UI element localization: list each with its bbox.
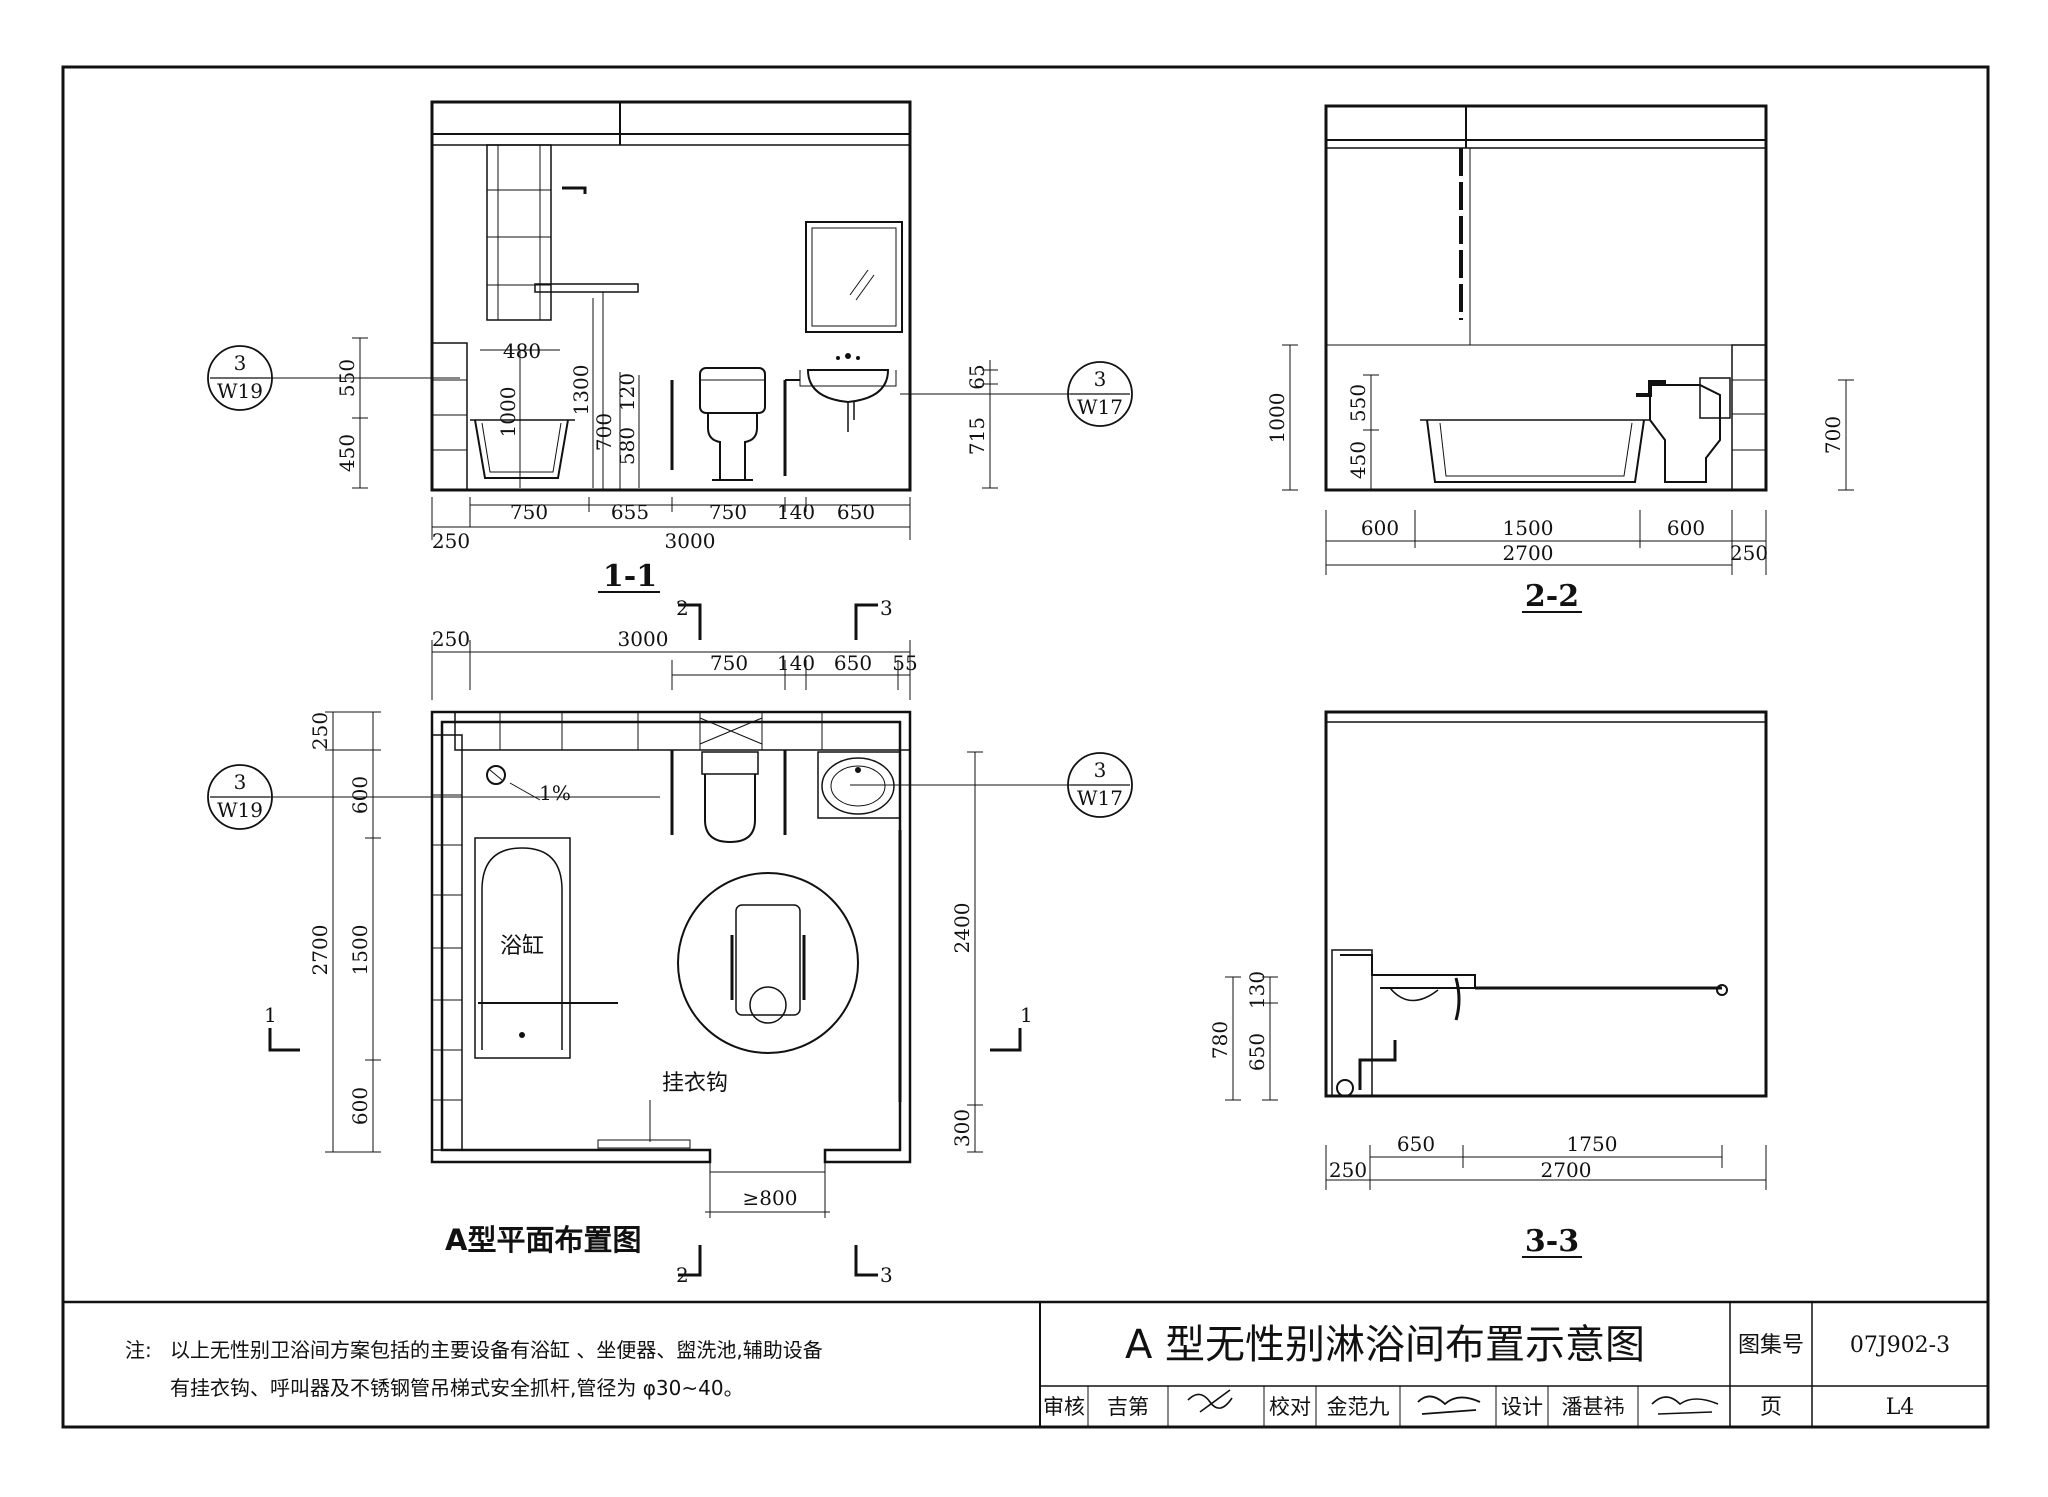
dim-text: 450 [1346, 441, 1370, 479]
design-label: 设计 [1501, 1395, 1543, 1419]
dim-text: 750 [510, 500, 548, 524]
signature-review [1187, 1389, 1233, 1413]
note-line-2: 有挂衣钩、呼叫器及不锈钢管吊梯式安全抓杆,管径为 φ30~40。 [170, 1376, 744, 1400]
plan-title: A型平面布置图 [445, 1223, 641, 1257]
dim-text: 1000 [1265, 393, 1289, 444]
dim-text: 2700 [308, 925, 332, 976]
dim-text: 250 [308, 712, 332, 750]
dim-text: 130 [1245, 971, 1269, 1009]
dim-text: 600 [348, 1087, 372, 1125]
dim-text: 450 [335, 434, 359, 472]
callout-3-w17-top: 3 W17 [1067, 361, 1133, 427]
atlas-number: 07J902-3 [1850, 1333, 1950, 1358]
dim-text: 750 [710, 651, 748, 675]
dim-text: 1500 [348, 925, 372, 976]
cut-mark-label: 2 [676, 596, 689, 620]
dim-text: 550 [335, 359, 359, 397]
cut-mark-label: 1 [264, 1003, 277, 1027]
cut-mark-label: 3 [880, 1263, 893, 1287]
dim-text: 300 [950, 1109, 974, 1147]
callout-number: 3 [1094, 367, 1107, 391]
callout-3-w19-plan: 3 W19 [207, 764, 273, 830]
dim-text: 650 [1397, 1132, 1435, 1156]
dim-text: 3000 [665, 529, 716, 553]
section-2-2-title: 2-2 [1525, 579, 1579, 614]
dim-text: 250 [432, 529, 470, 553]
design-name: 潘甚祎 [1562, 1395, 1625, 1419]
dim-text: 1300 [569, 365, 593, 416]
dim-text: 3000 [618, 627, 669, 651]
dim-text: 600 [348, 776, 372, 814]
dim-text: 65 [965, 364, 989, 389]
signature-design [1651, 1396, 1719, 1415]
dim-text: 140 [777, 500, 815, 524]
check-label: 校对 [1269, 1395, 1311, 1419]
callout-sheet: W17 [1077, 786, 1123, 810]
dim-text: 1750 [1567, 1132, 1618, 1156]
dim-text: 250 [432, 627, 470, 651]
callout-sheet: W19 [217, 379, 263, 403]
dim-text: 550 [1346, 384, 1370, 422]
callout-number: 3 [1094, 758, 1107, 782]
cut-mark-label: 2 [676, 1263, 689, 1287]
dim-text: 600 [1667, 516, 1705, 540]
notes: 注: 以上无性别卫浴间方案包括的主要设备有浴缸 、坐便器、盥洗池,辅助设备 有挂… [125, 1338, 823, 1400]
dim-text: 700 [1821, 416, 1845, 454]
dim-text: 2700 [1541, 1158, 1592, 1182]
title-block: A 型无性别淋浴间布置示意图 图集号 07J902-3 页 L4 审核 吉第 校… [1039, 1302, 1988, 1427]
dim-text: 650 [1245, 1033, 1269, 1071]
dim-text: 250 [1329, 1158, 1367, 1182]
callout-3-w17-plan: 3 W17 [1067, 752, 1133, 818]
slope-label: 1% [539, 781, 571, 805]
dim-text: 480 [503, 339, 541, 363]
callout-number: 3 [234, 770, 247, 794]
dim-text: 700 [592, 413, 616, 451]
signature-check [1417, 1395, 1481, 1415]
atlas-label: 图集号 [1738, 1333, 1804, 1358]
dim-text: 780 [1208, 1021, 1232, 1059]
dim-text: 55 [892, 651, 917, 675]
dim-text: 580 [615, 427, 639, 465]
callout-number: 3 [234, 351, 247, 375]
review-label: 审核 [1043, 1395, 1085, 1419]
dim-text: 120 [615, 373, 639, 411]
page-label: 页 [1760, 1395, 1782, 1420]
dim-text: 750 [709, 500, 747, 524]
dim-text: 715 [965, 417, 989, 455]
door-clearance-label: ≥800 [743, 1186, 798, 1210]
bathtub-label: 浴缸 [500, 934, 544, 959]
section-1-1-title: 1-1 [603, 559, 657, 594]
section-2-2 [1282, 104, 1854, 613]
cut-mark-label: 3 [880, 596, 893, 620]
callout-sheet: W17 [1077, 395, 1123, 419]
sheet-border [61, 65, 1990, 1429]
dim-text: 2700 [1503, 541, 1554, 565]
dim-text: 140 [777, 651, 815, 675]
dim-text: 600 [1361, 516, 1399, 540]
note-prefix: 注: [125, 1338, 152, 1362]
callout-3-w19-top: 3 W19 [207, 345, 273, 411]
dim-text: 655 [611, 500, 649, 524]
dim-text: 650 [834, 651, 872, 675]
section-3-3-title: 3-3 [1525, 1224, 1579, 1259]
callout-sheet: W19 [217, 798, 263, 822]
section-1-1 [268, 100, 1090, 593]
dim-text: 250 [1730, 541, 1768, 565]
dim-text: 650 [837, 500, 875, 524]
dim-text: 1500 [1503, 516, 1554, 540]
cut-mark-label: 1 [1020, 1003, 1033, 1027]
coat-hook-label: 挂衣钩 [662, 1071, 728, 1096]
note-line-1: 以上无性别卫浴间方案包括的主要设备有浴缸 、坐便器、盥洗池,辅助设备 [170, 1338, 823, 1362]
dim-text: 2400 [950, 903, 974, 954]
check-name: 金范九 [1327, 1395, 1390, 1419]
page-number: L4 [1886, 1395, 1915, 1420]
dim-text: 1000 [496, 387, 520, 438]
drawing-title: A 型无性别淋浴间布置示意图 [1125, 1322, 1645, 1368]
review-name: 吉第 [1107, 1395, 1149, 1419]
floor-plan [268, 603, 1090, 1277]
section-3-3 [1225, 710, 1768, 1258]
